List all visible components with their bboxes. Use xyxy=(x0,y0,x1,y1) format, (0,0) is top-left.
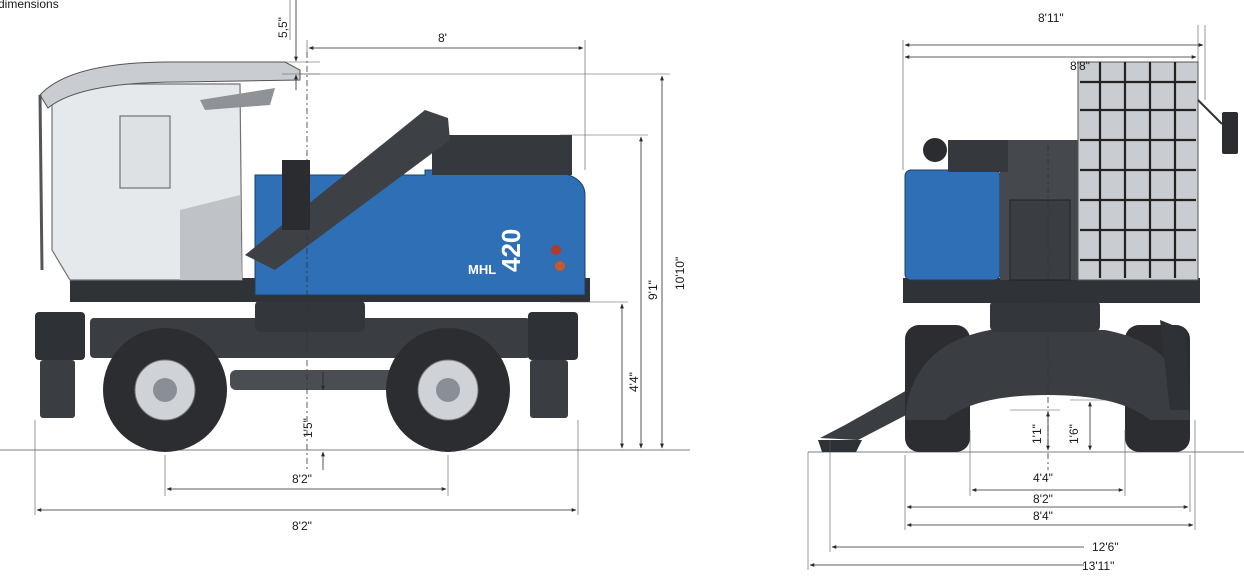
dim-ground-clearance: 1'5" xyxy=(301,418,315,438)
dim-engine-hood-height: 9'1" xyxy=(646,280,660,300)
dim-upper-base-height: 4'4" xyxy=(627,372,641,392)
wheel-front xyxy=(386,328,510,452)
dim-wheel-width: 8'2" xyxy=(1033,492,1053,506)
dim-folded-width: 8'4" xyxy=(1033,509,1053,523)
drive-shaft xyxy=(230,370,400,390)
side-machine-illustration: MHL 420 xyxy=(35,61,590,452)
outrigger-rear xyxy=(35,312,85,360)
dim-upper-width: 8'8" xyxy=(1070,59,1090,73)
dim-outrigger-span: 12'6" xyxy=(1092,540,1119,554)
wheel-rear xyxy=(103,328,227,452)
dim-cab-top-height: 5,5" xyxy=(276,17,290,38)
dim-total-length: 8'2" xyxy=(292,519,312,533)
model-badge-number: 420 xyxy=(496,229,526,272)
front-body-blue xyxy=(904,169,1001,281)
dim-upper-body-width: 8' xyxy=(438,31,447,45)
page-title: dimensions xyxy=(0,0,59,11)
dim-outrigger-clearance: 1'6" xyxy=(1067,424,1081,444)
front-view: 8'11" 8'8" 1'1" 1'6" 4'4" 8'2" 8'4" 12'6… xyxy=(807,11,1244,573)
undercarriage-arch xyxy=(905,330,1190,420)
dim-track: 4'4" xyxy=(1033,471,1053,485)
dim-total-width-mirror: 8'11" xyxy=(1038,11,1064,25)
engine-hood xyxy=(432,135,572,175)
dim-outrigger-span-total: 13'11" xyxy=(1082,559,1114,573)
cab-window xyxy=(119,115,171,189)
model-badge-series: MHL xyxy=(468,262,496,277)
side-view: MHL 420 5,5" 8' 10'10 xyxy=(0,0,690,533)
dim-wheelbase: 8'2" xyxy=(292,472,312,486)
cab-guard-grid xyxy=(1080,62,1196,278)
cab-roof-guard xyxy=(39,61,301,109)
dim-axle-clearance: 1'1" xyxy=(1030,424,1044,444)
dim-total-height: 10'10" xyxy=(673,257,687,290)
outrigger-front xyxy=(528,312,578,360)
slewing-ring xyxy=(255,300,365,332)
mirror xyxy=(1222,112,1238,154)
front-machine-illustration xyxy=(818,61,1238,452)
